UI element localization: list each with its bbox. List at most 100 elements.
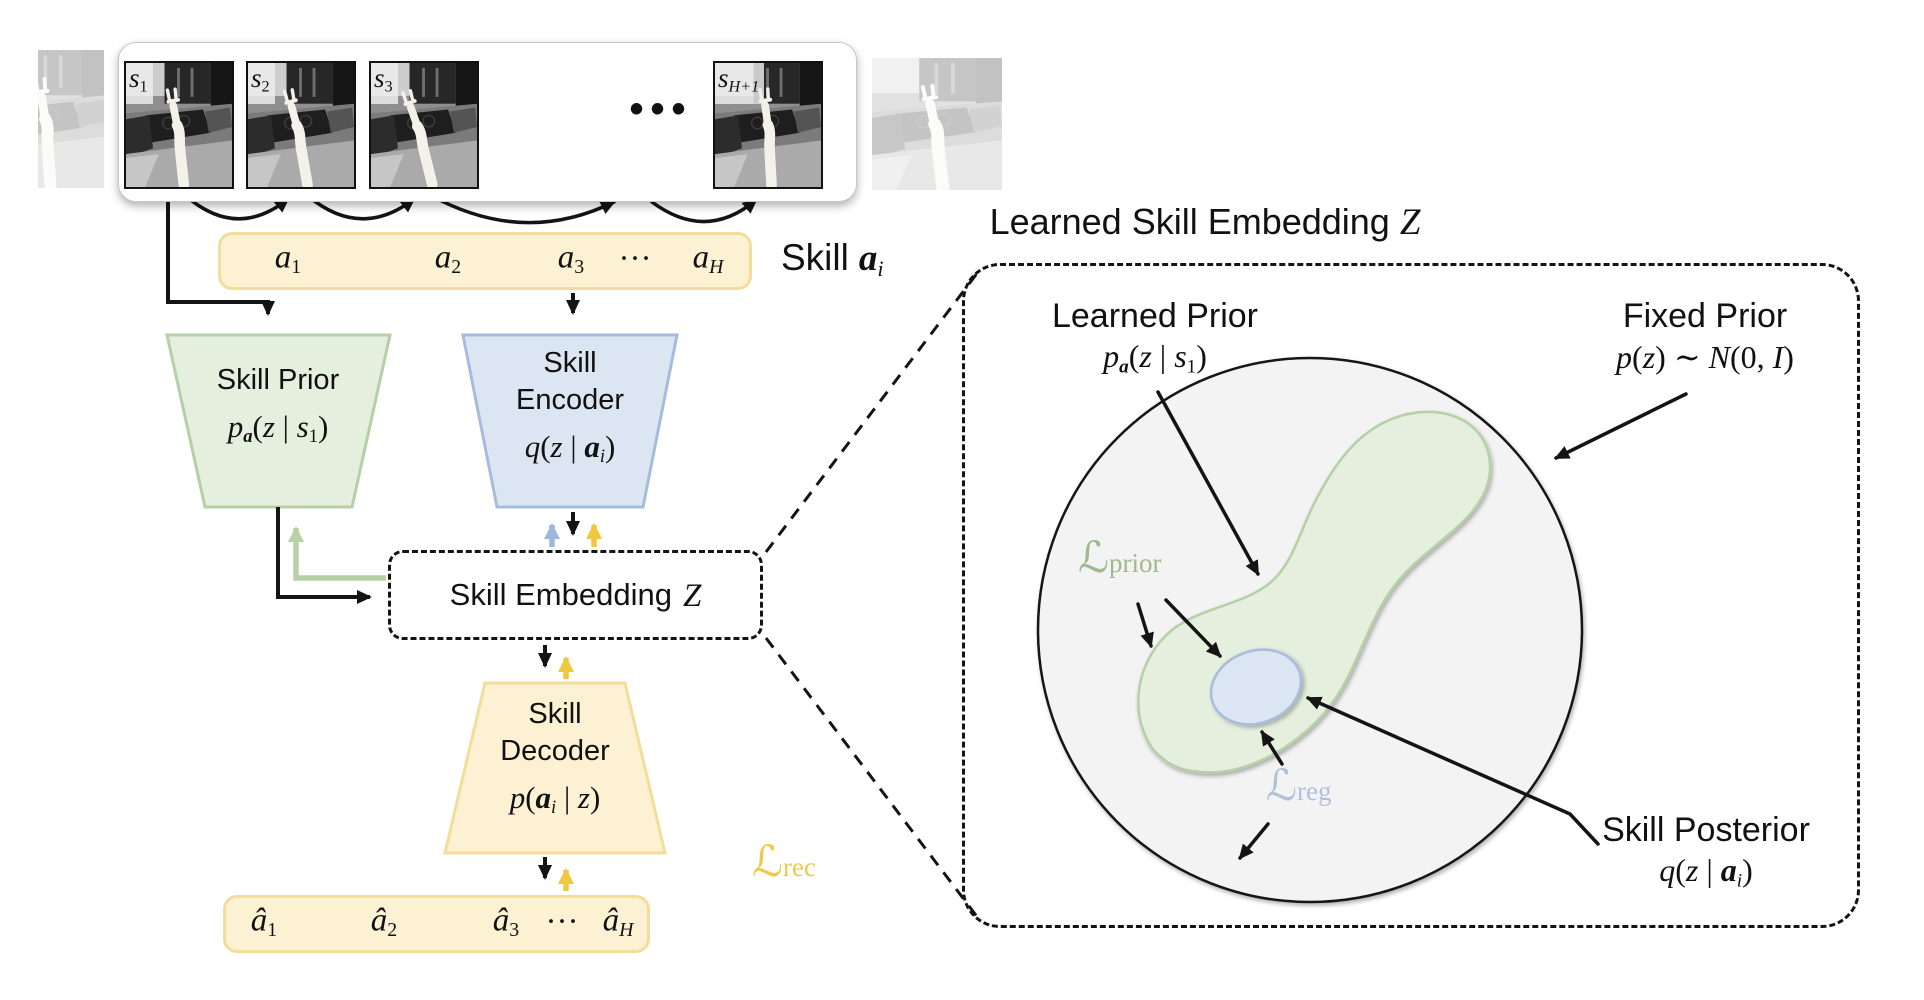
action-item: a2 bbox=[435, 240, 461, 280]
formula-token: â bbox=[370, 902, 388, 939]
formula-token: ) bbox=[589, 780, 601, 815]
formula-token: a bbox=[692, 239, 710, 276]
formula-token: 3 bbox=[509, 919, 520, 942]
formula-token: ) bbox=[317, 409, 329, 444]
loss-reg-subscript: reg bbox=[1296, 776, 1332, 806]
faded-state-frame-right bbox=[872, 58, 1002, 190]
formula-token: p bbox=[509, 780, 526, 815]
recon-action-item: â3 bbox=[493, 903, 519, 943]
formula-token: ( bbox=[540, 429, 551, 464]
formula-token: 2 bbox=[261, 77, 270, 96]
state-label: s1 bbox=[126, 63, 153, 104]
formula-token: z bbox=[550, 429, 563, 464]
kitchen-scene bbox=[38, 50, 104, 188]
faded-state-frame-left bbox=[38, 50, 104, 188]
formula-token: z bbox=[1139, 338, 1152, 374]
formula-token: s bbox=[129, 63, 140, 93]
formula-token: ( bbox=[1675, 852, 1686, 888]
formula-token: a bbox=[274, 239, 292, 276]
formula-token: ) bbox=[1783, 339, 1794, 375]
skill-tag-label: Skill bbox=[781, 237, 849, 278]
skill-tag-formula: ai bbox=[859, 237, 884, 282]
formula-token: â bbox=[602, 902, 620, 939]
kitchen-scene bbox=[126, 63, 232, 187]
formula-token: ( bbox=[1128, 338, 1140, 374]
formula-token: p bbox=[1616, 339, 1633, 375]
formula-token: ( bbox=[525, 780, 536, 815]
formula-token: s bbox=[296, 409, 309, 444]
state-ellipsis: ••• bbox=[629, 87, 693, 131]
formula-token: H bbox=[619, 919, 634, 942]
formula-token: ∼ bbox=[1673, 339, 1709, 375]
formula-token: ··· bbox=[618, 241, 652, 278]
formula-token: 1 bbox=[139, 77, 148, 96]
prior-gradient-arrow bbox=[288, 526, 386, 581]
state-label: s3 bbox=[371, 63, 398, 104]
formula-token: s bbox=[374, 63, 385, 93]
loss-rec-script-l: ℒ bbox=[752, 837, 783, 887]
recon-action-item: â1 bbox=[251, 903, 277, 943]
skill-encoder-formula: q(z | ai) bbox=[525, 429, 616, 468]
panel-title-text: Learned Skill Embedding bbox=[989, 201, 1390, 242]
panel-title-z: Z bbox=[1400, 201, 1421, 244]
formula-token: ) bbox=[604, 429, 616, 464]
skill-posterior-annotation: Skill Posterior q(z | ai) bbox=[1556, 810, 1856, 892]
formula-token: Z bbox=[1399, 202, 1421, 243]
formula-token: s bbox=[1174, 338, 1187, 374]
state-frame: s1 bbox=[124, 61, 234, 189]
prior-to-embedding-arrow bbox=[276, 507, 372, 604]
skill-embedding-label: Skill Embedding bbox=[449, 577, 672, 612]
formula-token: a bbox=[1720, 852, 1737, 888]
panel-title: Learned Skill Embedding Z bbox=[950, 201, 1460, 244]
formula-token: I bbox=[1772, 339, 1784, 375]
learned-prior-annotation: Learned Prior pa(z | s1) bbox=[1005, 296, 1305, 378]
formula-token: 1 bbox=[291, 256, 302, 279]
action-ellipsis: ··· bbox=[619, 241, 652, 278]
formula-token: ( bbox=[1632, 339, 1643, 375]
formula-token: q bbox=[524, 429, 541, 464]
formula-token: a bbox=[557, 239, 575, 276]
state-transition-arc bbox=[650, 198, 758, 224]
robot-arm bbox=[165, 87, 190, 187]
learned-prior-formula: pa(z | s1) bbox=[1103, 338, 1207, 378]
fixed-prior-formula: p(z) ∼ N(0, I) bbox=[1616, 338, 1794, 376]
learned-prior-label: Learned Prior bbox=[1051, 297, 1258, 335]
skill-prior-formula: pa(z | s1) bbox=[228, 409, 329, 448]
loss-reg-script-l: ℒ bbox=[1266, 761, 1297, 811]
formula-token: H bbox=[709, 256, 724, 279]
formula-token: ) bbox=[1655, 339, 1674, 375]
state-sequence-strip: s1 s2 bbox=[118, 42, 857, 202]
skill-decoder-title-line2: Decoder bbox=[500, 735, 610, 767]
skill-posterior-formula: q(z | ai) bbox=[1659, 852, 1753, 892]
formula-token: Z bbox=[682, 577, 702, 614]
formula-token: ··· bbox=[545, 904, 579, 941]
formula-token: H+1 bbox=[728, 77, 760, 96]
state-frame: s3 bbox=[369, 61, 479, 189]
action-item: a3 bbox=[558, 240, 584, 280]
embedding-space-panel bbox=[962, 263, 1860, 928]
recon-action-item: â2 bbox=[371, 903, 397, 943]
formula-token: | bbox=[1698, 852, 1721, 888]
fixed-prior-label: Fixed Prior bbox=[1622, 297, 1788, 335]
reconstructed-action-box: â1 â2 â3 ··· âH bbox=[223, 895, 650, 953]
loss-rec-label: ℒ rec bbox=[752, 837, 816, 887]
formula-token: a bbox=[535, 780, 552, 815]
skill-encoder-block: Skill Encoder q(z | ai) bbox=[473, 345, 667, 468]
formula-token: z bbox=[1685, 852, 1699, 888]
state-frame: sH+1 bbox=[713, 61, 823, 189]
formula-token: a bbox=[584, 429, 600, 464]
robot-arm bbox=[282, 88, 313, 187]
formula-token: N bbox=[1708, 339, 1730, 375]
formula-token: â bbox=[250, 902, 268, 939]
formula-token: (0, bbox=[1729, 339, 1773, 375]
formula-token: | bbox=[274, 409, 297, 444]
formula-token: 1 bbox=[267, 919, 278, 942]
formula-token: z bbox=[577, 780, 590, 815]
skill-decoder-title-line1: Skill bbox=[528, 698, 582, 730]
formula-token: 2 bbox=[387, 919, 398, 942]
formula-token: p bbox=[227, 409, 244, 444]
skill-decoder-block: Skill Decoder p(ai | z) bbox=[455, 696, 655, 819]
formula-token: ( bbox=[252, 409, 263, 444]
formula-token: | bbox=[556, 780, 578, 815]
skill-encoder-title-line2: Encoder bbox=[515, 384, 624, 416]
